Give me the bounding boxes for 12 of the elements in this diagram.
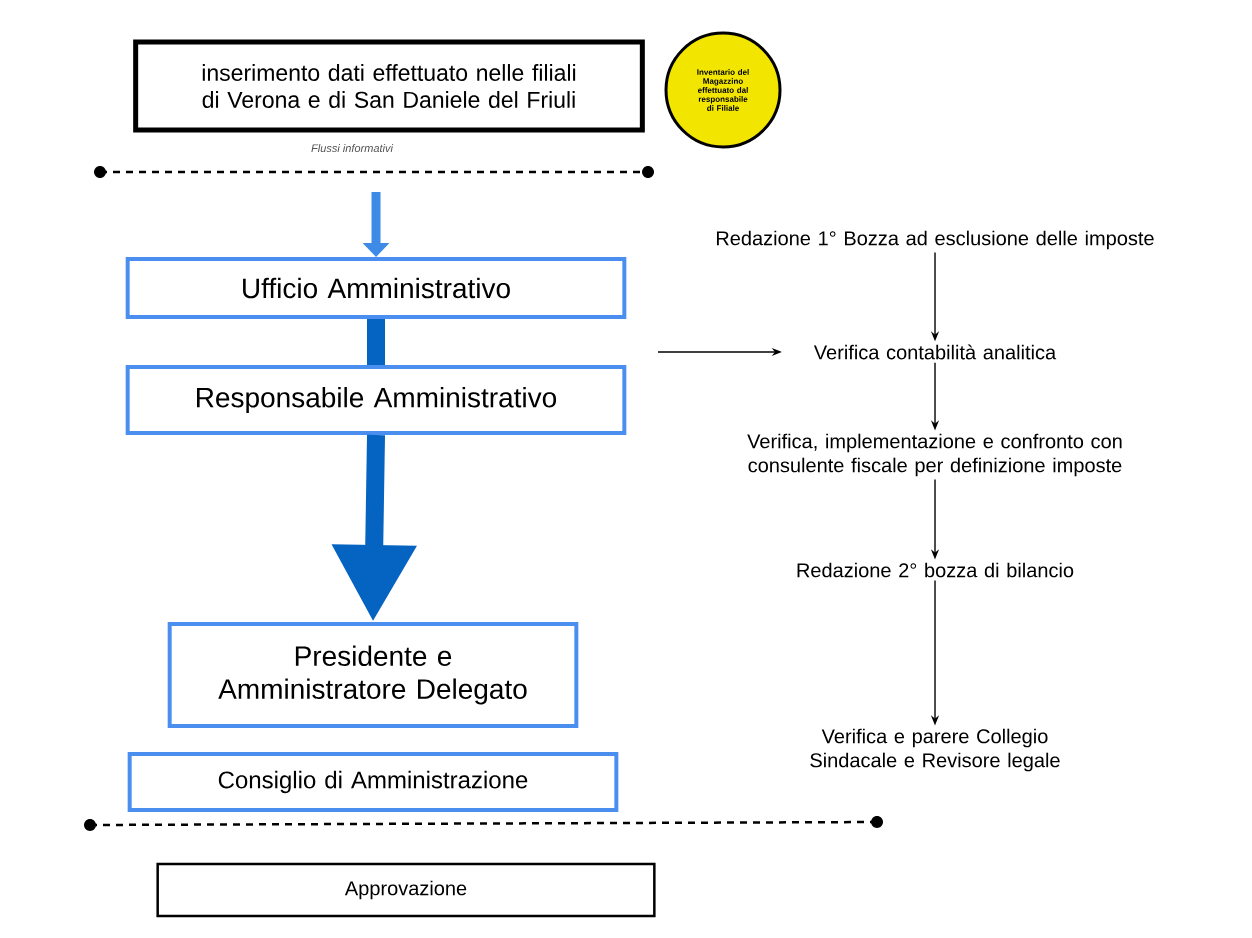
- step-text: Redazione 1° Bozza ad esclusione delle imposte: [717, 230, 1154, 250]
- text-box: Approvazione: [156, 862, 656, 918]
- step-text: Verifica, implementazione e confronto con consulente fiscale per definizione imposte: [747, 433, 1122, 477]
- role-box: Responsabile Amministrativo: [125, 365, 627, 435]
- step-text: Verifica e parere Collegio Sindacale e Revisore legale: [810, 728, 1060, 772]
- role-box: Ufficio Amministrativo: [125, 257, 627, 319]
- text-box: inserimento dati effettuato nelle filiali di Verona e di San Daniele del Friuli: [133, 39, 645, 133]
- caption-text: Flussi informativi: [311, 143, 394, 153]
- step-text: Redazione 2° bozza di bilancio: [797, 562, 1074, 578]
- step-text: Verifica contabilità analitica: [813, 344, 1057, 360]
- role-box: Consiglio di Amministrazione: [127, 752, 619, 812]
- role-box: Presidente e Amministratore Delegato: [167, 622, 579, 728]
